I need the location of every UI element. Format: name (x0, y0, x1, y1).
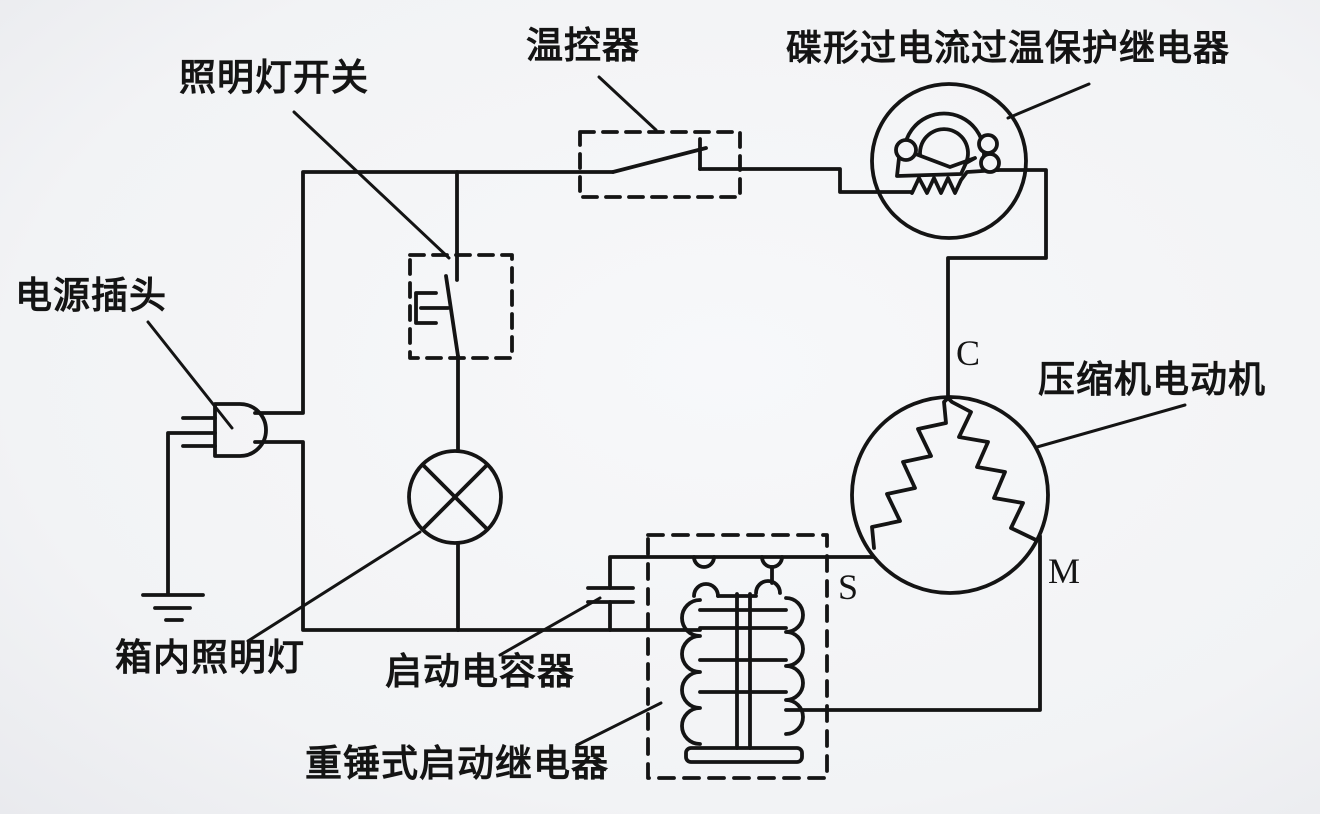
label-pointer-lines (146, 75, 1187, 747)
pointer-power-plug (146, 320, 234, 430)
pointer-lamp-switch (292, 110, 451, 260)
wire-bottom-bus (253, 440, 702, 632)
interior-lamp-symbol (407, 354, 503, 632)
label-start-capacitor: 启动电容器 (385, 651, 575, 692)
terminal-label-s: S (838, 567, 859, 607)
label-interior-lamp: 箱内照明灯 (115, 637, 305, 678)
overload-protector-symbol (870, 82, 1048, 399)
start-relay-symbol (646, 533, 829, 780)
terminal-label-m: M (1048, 551, 1081, 591)
wire-main-branch (784, 534, 1042, 712)
power-plug-symbol (181, 402, 268, 458)
label-protector-relay: 碟形过电流过温保护继电器 (786, 27, 1231, 68)
label-lamp-switch: 照明灯开关 (179, 57, 369, 98)
pointer-compressor-motor (1035, 403, 1187, 449)
motor-main-winding (946, 396, 1038, 542)
compressor-motor-symbol (850, 395, 1050, 595)
label-start-relay: 重锤式启动继电器 (305, 743, 609, 784)
pointer-start-capacitor (498, 596, 602, 657)
start-capacitor-symbol (586, 586, 635, 632)
pointer-protector-relay (1006, 82, 1091, 120)
lamp-switch-symbol (408, 170, 514, 360)
label-compressor-motor: 压缩机电动机 (1038, 359, 1266, 400)
motor-start-winding (870, 396, 950, 550)
pointer-start-relay (575, 701, 663, 747)
terminal-label-c: C (956, 333, 981, 373)
pointer-interior-lamp (246, 530, 422, 643)
pointer-thermostat (597, 75, 658, 132)
ground-symbol (141, 431, 217, 622)
circuit-wires (141, 82, 1050, 780)
label-power-plug: 电源插头 (15, 275, 167, 316)
wire-start-branch (608, 555, 875, 590)
thermostat-symbol (578, 130, 914, 199)
label-thermostat: 温控器 (526, 25, 640, 66)
